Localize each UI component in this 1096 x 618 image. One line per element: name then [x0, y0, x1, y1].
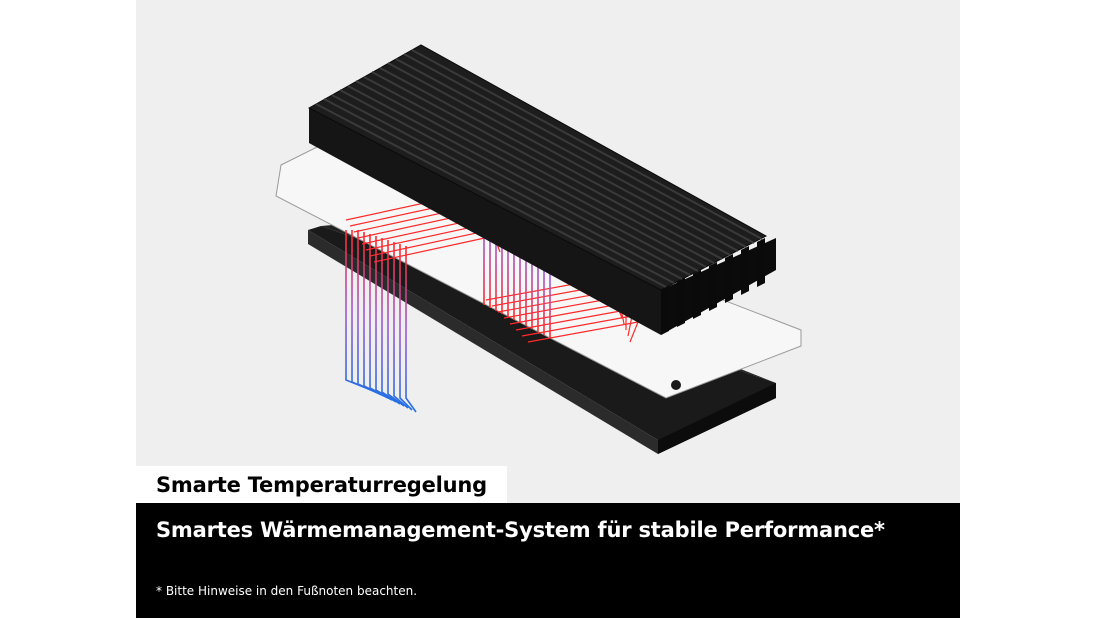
caption-bar: Smartes Wärmemanagement-System für stabi…: [136, 503, 960, 618]
cool-arrow-left: [345, 230, 417, 413]
product-panel: Smartes Wärmemanagement-System für stabi…: [136, 0, 960, 618]
footnote: * Bitte Hinweise in den Fußnoten beachte…: [156, 584, 418, 598]
heatsink-fins: [307, 44, 776, 335]
heatsink-illustration: [275, 44, 802, 454]
feature-tag: Smarte Temperaturregelung: [136, 466, 507, 503]
headline: Smartes Wärmemanagement-System für stabi…: [156, 518, 885, 542]
